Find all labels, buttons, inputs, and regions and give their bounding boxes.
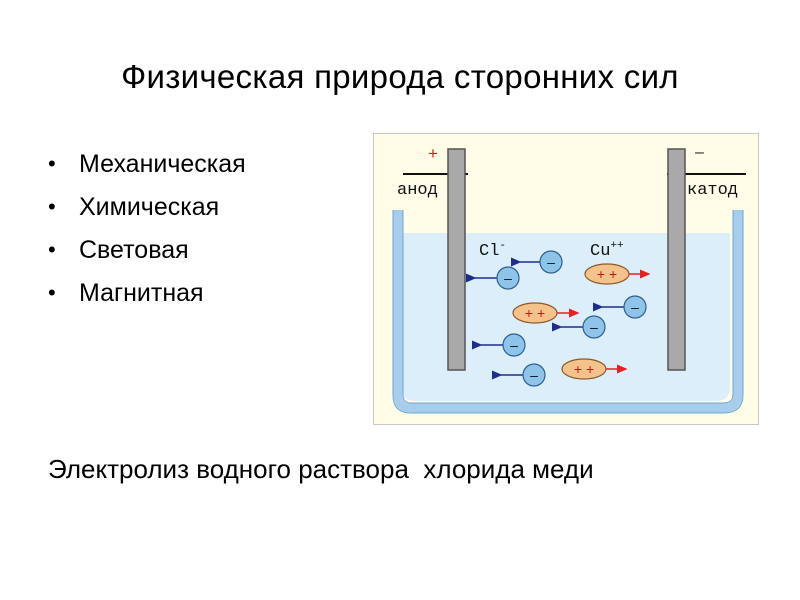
anion-label-text: Cl (479, 242, 499, 261)
bullet-dot-icon: • (48, 194, 56, 219)
electrolysis-diagram: + анод – катод Cl- Cu++ – – – – – – (373, 133, 759, 425)
anion-symbol: – (547, 254, 555, 270)
cation-label: Cu++ (590, 240, 624, 261)
anion-circle (502, 333, 526, 357)
cation-symbol: + + (597, 266, 617, 282)
cation-symbol: + + (574, 361, 594, 377)
anion-label: Cl- (479, 240, 506, 261)
cathode-label: катод (687, 181, 738, 200)
anion-symbol: – (631, 299, 639, 315)
anion-label-charge: - (499, 240, 506, 252)
anode-label: анод (397, 181, 438, 200)
anion-circle (582, 315, 606, 339)
anion-circle (496, 266, 520, 290)
bullet-dot-icon: • (48, 151, 56, 176)
anion-symbol: – (590, 319, 598, 335)
bullet-list: • Механическая • Химическая • Световая • Маг… (48, 146, 246, 318)
bullet-dot-icon: • (48, 237, 56, 262)
cation-label-text: Cu (590, 242, 610, 261)
anion-ion: – (552, 315, 606, 339)
anion-ion: – (492, 363, 546, 387)
cathode-electrode (667, 148, 686, 371)
anion-circle (623, 295, 647, 319)
bullet-text: Химическая (79, 193, 220, 221)
bullet-text: Световая (79, 236, 189, 264)
anion-symbol: – (530, 367, 538, 383)
bullet-item-mechanical: • Механическая (48, 146, 246, 189)
cation-ion: + + (512, 302, 580, 324)
vessel (393, 210, 743, 413)
cathode-sign: – (695, 144, 704, 161)
cation-ion: + + (561, 358, 628, 380)
anion-ion: – (511, 250, 563, 274)
cation-ellipse (584, 263, 630, 285)
bullet-text: Магнитная (79, 279, 204, 307)
anion-symbol: – (504, 270, 512, 286)
cation-symbol: + + (525, 305, 545, 321)
bullet-item-light: • Световая (48, 232, 246, 275)
cation-ellipse (561, 358, 607, 380)
caption: Электролиз водного раствора хлорида меди (48, 454, 594, 484)
cation-label-charge: ++ (610, 240, 623, 252)
anode-sign: + (428, 144, 438, 163)
anion-symbol: – (510, 337, 518, 353)
bullet-item-magnetic: • Магнитная (48, 275, 246, 318)
slide-title: Физическая природа сторонних сил (121, 58, 679, 95)
bullet-item-chemical: • Химическая (48, 189, 246, 232)
anion-ion: – (466, 266, 520, 290)
anion-ion: – (472, 333, 526, 357)
bullet-text: Механическая (79, 150, 246, 178)
anion-circle (539, 250, 563, 274)
anion-circle (522, 363, 546, 387)
bullet-dot-icon: • (48, 280, 56, 305)
cation-ellipse (512, 302, 558, 324)
anode-electrode (447, 148, 466, 371)
cation-ion: + + (584, 263, 651, 285)
vessel-outline (392, 210, 744, 414)
anion-ion: – (593, 295, 647, 319)
